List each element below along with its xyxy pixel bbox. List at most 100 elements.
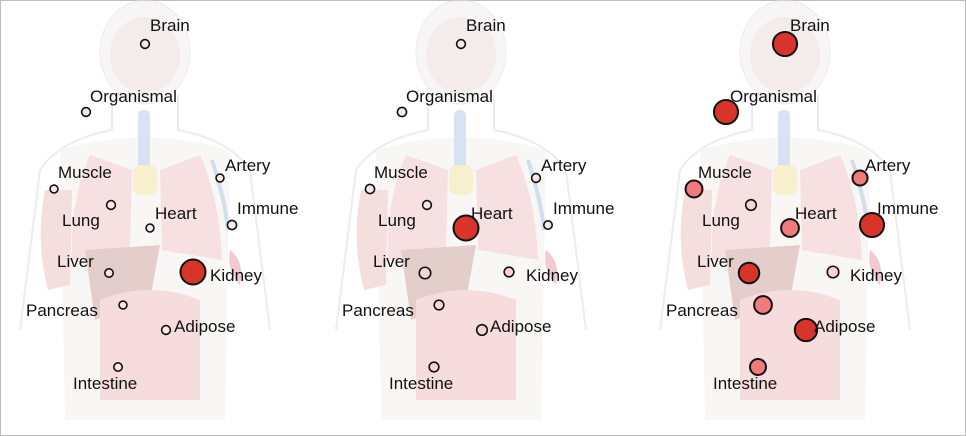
organ-label-lung: Lung <box>378 211 416 230</box>
organ-label-brain: Brain <box>790 16 830 35</box>
spleen-shape <box>869 250 882 285</box>
body-silhouette <box>19 0 271 420</box>
body-silhouette <box>335 0 587 420</box>
organ-dot-immune <box>542 219 554 231</box>
organ-dot-heart <box>145 223 155 233</box>
organ-dot-heart <box>780 218 800 238</box>
organ-dot-kidney <box>503 266 515 278</box>
organ-dot-organismal <box>80 106 92 118</box>
lungs <box>711 155 862 260</box>
spleen-shape <box>545 250 558 285</box>
organ-dot-artery <box>215 173 225 183</box>
organ-label-adipose: Adipose <box>174 317 235 336</box>
organ-dot-artery <box>851 169 869 187</box>
brain-shape <box>110 17 180 93</box>
organ-dot-intestine <box>112 361 124 373</box>
organ-dot-pancreas <box>118 300 128 310</box>
organ-label-artery: Artery <box>225 156 271 175</box>
organ-dot-adipose <box>475 323 489 337</box>
organ-label-pancreas: Pancreas <box>342 301 414 320</box>
organ-dot-immune <box>858 211 886 239</box>
thyroid <box>133 165 157 195</box>
trachea <box>778 110 790 180</box>
organ-dot-kidney <box>179 258 207 286</box>
organ-label-pancreas: Pancreas <box>26 301 98 320</box>
organ-dot-heart <box>452 214 480 242</box>
trachea <box>454 110 466 180</box>
organ-label-liver: Liver <box>57 252 94 271</box>
arm-muscle <box>680 190 712 290</box>
organ-label-intestine: Intestine <box>389 374 453 393</box>
intestines <box>100 290 200 400</box>
organ-label-adipose: Adipose <box>490 317 551 336</box>
organ-label-organismal: Organismal <box>406 87 493 106</box>
organ-dot-muscle <box>49 184 59 194</box>
lungs <box>71 155 223 260</box>
organ-dot-intestine <box>428 361 440 373</box>
organ-label-muscle: Muscle <box>374 163 428 182</box>
organ-dot-intestine <box>749 358 767 376</box>
organ-label-artery: Artery <box>865 156 911 175</box>
organ-dot-liver <box>418 266 432 280</box>
organ-label-kidney: Kidney <box>210 266 262 285</box>
organ-label-kidney: Kidney <box>850 266 902 285</box>
organ-dot-adipose <box>160 324 172 336</box>
organ-dot-pancreas <box>433 299 445 311</box>
organ-label-liver: Liver <box>373 252 410 271</box>
lungs <box>387 155 538 260</box>
thyroid <box>773 165 797 195</box>
organ-label-kidney: Kidney <box>526 266 578 285</box>
organ-label-brain: Brain <box>466 16 506 35</box>
organ-dot-kidney <box>826 265 840 279</box>
thyroid <box>449 165 473 195</box>
organ-label-brain: Brain <box>150 16 190 35</box>
organ-label-artery: Artery <box>541 156 587 175</box>
body-outline <box>659 95 911 331</box>
organ-dot-brain <box>771 30 799 58</box>
organ-label-muscle: Muscle <box>58 163 112 182</box>
trachea <box>138 110 150 180</box>
organ-dot-immune <box>226 219 238 231</box>
organ-dot-muscle <box>684 179 704 199</box>
organ-label-lung: Lung <box>62 211 100 230</box>
organ-dot-liver <box>103 267 115 279</box>
organ-label-lung: Lung <box>702 211 740 230</box>
organ-dot-adipose <box>793 317 819 343</box>
organ-dot-artery <box>530 172 542 184</box>
organ-dot-liver <box>737 261 761 285</box>
organ-dot-organismal <box>396 106 408 118</box>
organ-dot-pancreas <box>753 295 773 315</box>
organ-label-liver: Liver <box>697 252 734 271</box>
organ-label-adipose: Adipose <box>814 317 875 336</box>
brain-shape <box>426 17 496 93</box>
organ-label-muscle: Muscle <box>698 163 752 182</box>
organ-label-immune: Immune <box>877 199 938 218</box>
organ-label-heart: Heart <box>795 204 837 223</box>
organ-dot-lung <box>105 199 117 211</box>
organ-dot-brain <box>455 38 467 50</box>
body-silhouette <box>659 0 911 420</box>
spleen-shape <box>229 250 242 285</box>
organ-label-immune: Immune <box>553 199 614 218</box>
organ-label-pancreas: Pancreas <box>666 301 738 320</box>
body-outline <box>335 95 587 331</box>
organ-dot-muscle <box>364 183 376 195</box>
arm-muscle <box>40 190 72 290</box>
arm-muscle <box>356 190 388 290</box>
organ-dot-lung <box>421 199 433 211</box>
organ-label-organismal: Organismal <box>730 87 817 106</box>
organ-label-immune: Immune <box>237 199 298 218</box>
organ-dot-organismal <box>712 98 740 126</box>
organ-label-intestine: Intestine <box>713 374 777 393</box>
organ-label-heart: Heart <box>155 204 197 223</box>
organ-label-organismal: Organismal <box>90 87 177 106</box>
organ-dot-lung <box>744 198 758 212</box>
organ-label-heart: Heart <box>471 204 513 223</box>
intestines <box>416 290 516 400</box>
body-outline <box>19 95 271 331</box>
organ-label-intestine: Intestine <box>73 374 137 393</box>
organ-dot-brain <box>139 38 151 50</box>
